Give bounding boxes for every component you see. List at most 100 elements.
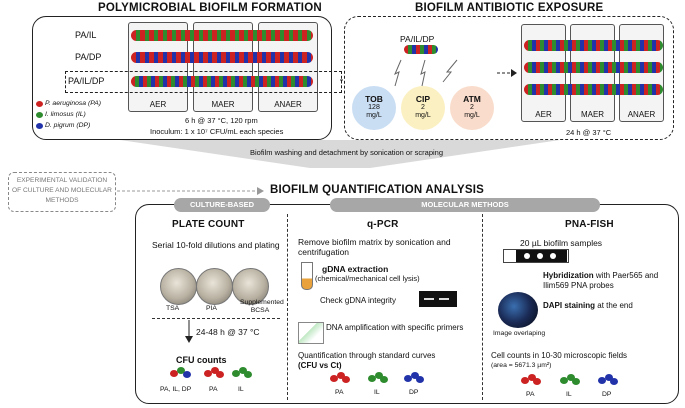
image-overlap-label: Image overlaping <box>493 330 546 337</box>
fish-cluster-il <box>560 374 580 386</box>
row-label-pa-il: PA/IL <box>75 30 97 40</box>
row-label-pa-dp: PA/DP <box>75 52 102 62</box>
slide-icon <box>503 249 569 263</box>
microscopy-image <box>498 292 538 328</box>
fish-area: (area = 5671.3 µm²) <box>491 362 552 369</box>
cip-name: CIP <box>415 94 431 105</box>
washing-funnel <box>120 140 560 168</box>
exposure-title: BIOFILM ANTIBIOTIC EXPOSURE <box>415 2 604 14</box>
molecular-header: MOLECULAR METHODS <box>330 198 600 212</box>
qpcr-title: q-PCR <box>367 219 399 230</box>
formation-plate: AER MAER ANAER <box>128 22 318 114</box>
cip-dose: 2 <box>421 103 425 111</box>
plate-dashed-line <box>152 318 280 319</box>
il-cell-icon <box>36 112 43 118</box>
pa-cell-icon <box>36 101 43 107</box>
exp-biofilm-row-2 <box>524 62 663 73</box>
culture-header: CULTURE-BASED METHOD <box>174 198 270 223</box>
qpcr-label-dp: DP <box>409 389 419 396</box>
col-label-anaer: ANAER <box>274 100 302 109</box>
dp-cell-icon <box>36 123 43 129</box>
fish-hybridization: Hybridization with Paer565 and Ilim569 P… <box>543 271 678 291</box>
cfu-cluster-pa <box>204 367 224 379</box>
quant-panel <box>135 204 679 404</box>
formation-conditions: 6 h @ 37 °C, 120 rpm <box>185 116 258 125</box>
tob-unit: mg/L <box>366 112 382 120</box>
biofilm-row-pa-dp <box>131 52 313 63</box>
qpcr-step1: Remove biofilm matrix by sonication and … <box>298 237 451 257</box>
fish-label-il: IL <box>566 391 572 398</box>
qpcr-quant-sub: (CFU vs Ct) <box>298 361 342 370</box>
exp-col-aer: AER <box>535 110 552 119</box>
tob-name: TOB <box>365 94 383 105</box>
fish-counts: Cell counts in 10-30 microscopic fields <box>491 351 628 360</box>
exp-biofilm-row-3 <box>524 84 663 95</box>
exposure-well-maer: MAER <box>570 24 615 122</box>
cfu-label-il: IL <box>238 386 244 393</box>
check-integrity: Check gDNA integrity <box>320 296 397 305</box>
tob-dose: 128 <box>368 103 380 111</box>
fish-dapi: DAPI staining at the end <box>543 301 678 310</box>
inoculum-text: Inoculum: 1 x 10⁷ CFU/mL each species <box>150 127 284 136</box>
plate-title: PLATE COUNT <box>172 219 245 230</box>
media-tsa: TSA <box>166 305 180 312</box>
fish-label-dp: DP <box>602 391 612 398</box>
biofilm-row-pa-il-dp <box>131 76 313 87</box>
qpcr-label-il: IL <box>374 389 380 396</box>
validation-arrow <box>117 187 264 195</box>
cfu-cluster-il <box>232 367 252 379</box>
lightning-icons <box>394 59 458 87</box>
legend-il: I. limosus (IL) <box>45 111 86 118</box>
biofilm-row-pa-il <box>131 30 313 41</box>
exp-biofilm-row-1 <box>524 40 663 51</box>
qpcr-cluster-pa <box>330 372 350 384</box>
formation-title: POLYMICROBIAL BIOFILM FORMATION <box>98 2 322 14</box>
dapi-bold: DAPI staining <box>543 301 596 310</box>
qpcr-cluster-dp <box>404 372 424 384</box>
amplification-plot <box>298 322 324 344</box>
qpcr-cluster-il <box>368 372 388 384</box>
cfu-counts: CFU counts <box>176 355 227 365</box>
fish-cluster-pa <box>521 374 541 386</box>
cip-unit: mg/L <box>415 112 431 120</box>
cfu-label-pa: PA <box>209 386 218 393</box>
hyb-bold: Hybridization <box>543 271 594 280</box>
gdna-extraction: gDNA extraction <box>322 264 389 274</box>
exposure-conditions: 24 h @ 37 °C <box>566 128 612 137</box>
media-pia: PIA <box>206 305 217 312</box>
selection-dashed-box <box>65 71 342 93</box>
divider-2 <box>482 214 483 400</box>
cfu-label-mixed: PA, IL, DP <box>160 386 192 393</box>
validation-box <box>8 172 116 212</box>
dish-tsa <box>160 268 197 305</box>
legend-dp: D. pigrum (DP) <box>45 122 91 129</box>
exposure-well-anaer: ANAER <box>619 24 664 122</box>
atm-unit: mg/L <box>464 112 480 120</box>
tube-icon <box>301 262 313 290</box>
dish-pia <box>196 268 233 305</box>
atm-dose: 2 <box>470 103 474 111</box>
exposure-well-aer: AER <box>521 24 566 122</box>
arrow-to-exposure-plate <box>497 69 517 77</box>
col-label-aer: AER <box>149 100 167 109</box>
dapi-rest: at the end <box>595 301 633 310</box>
dish-bcsa <box>232 268 269 305</box>
plate-incubation: 24-48 h @ 37 °C <box>196 327 260 337</box>
formation-well-maer: MAER <box>193 22 253 112</box>
fish-title: PNA-FISH <box>565 219 614 230</box>
quant-title: BIOFILM QUANTIFICATION ANALYSIS <box>270 184 485 196</box>
fish-cluster-dp <box>598 374 618 386</box>
exposure-plate: AER MAER ANAER <box>521 24 666 124</box>
exp-col-anaer: ANAER <box>627 110 656 119</box>
combo-label: PA/IL/DP <box>400 34 435 44</box>
legend-pa: P. aeruginosa (PA) <box>45 100 102 107</box>
hyb-rest: with Paer565 and Ilim569 PNA probes <box>543 271 659 290</box>
media-bcsa: Supplemented BCSA <box>240 299 284 314</box>
cfu-cluster-mixed <box>170 367 192 379</box>
col-label-maer: MAER <box>211 100 235 109</box>
atm-name: ATM <box>463 94 481 105</box>
fish-samples: 20 µL biofilm samples <box>520 238 603 248</box>
